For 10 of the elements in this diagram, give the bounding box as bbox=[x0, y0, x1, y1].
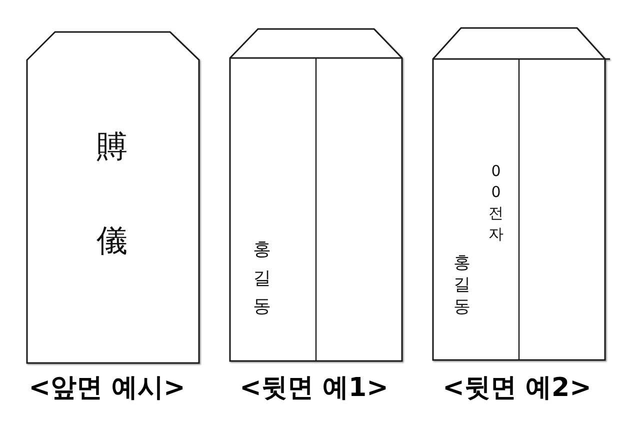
envelope-back bbox=[433, 28, 610, 360]
vertical-text: 00전자 bbox=[488, 164, 504, 242]
envelope-back bbox=[230, 29, 402, 361]
node-label: <뒷면 예1> bbox=[240, 375, 388, 401]
vertical-text: 홍길동 bbox=[253, 241, 271, 316]
node-label: <앞면 예시> bbox=[28, 375, 186, 401]
vertical-text: 홍길동 bbox=[454, 254, 470, 316]
node-label: <뒷면 예2> bbox=[442, 375, 592, 401]
vertical-text: 賻儀 bbox=[96, 132, 128, 256]
envelope-front bbox=[27, 32, 199, 363]
